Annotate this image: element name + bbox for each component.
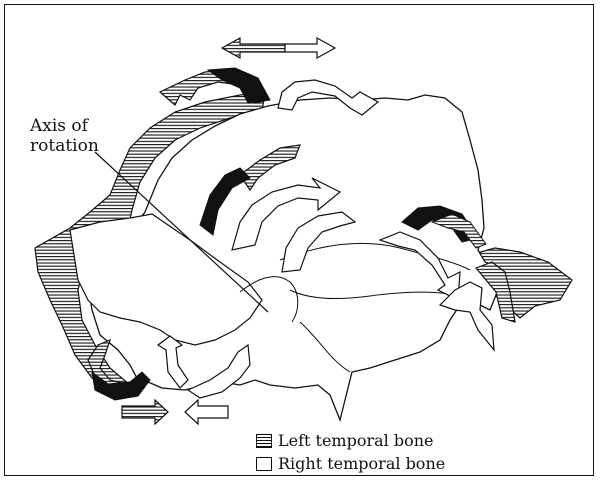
top-double-arrow — [222, 38, 335, 58]
legend-label: Left temporal bone — [278, 431, 434, 450]
axis-label-line2: rotation — [30, 136, 120, 156]
hatched-swatch-icon — [256, 434, 272, 448]
bottom-arrows — [122, 400, 228, 424]
legend-label: Right temporal bone — [278, 454, 445, 473]
plain-swatch-icon — [256, 457, 272, 471]
axis-of-rotation-label: Axis of rotation — [30, 116, 120, 156]
axis-label-line1: Axis of — [30, 116, 120, 136]
